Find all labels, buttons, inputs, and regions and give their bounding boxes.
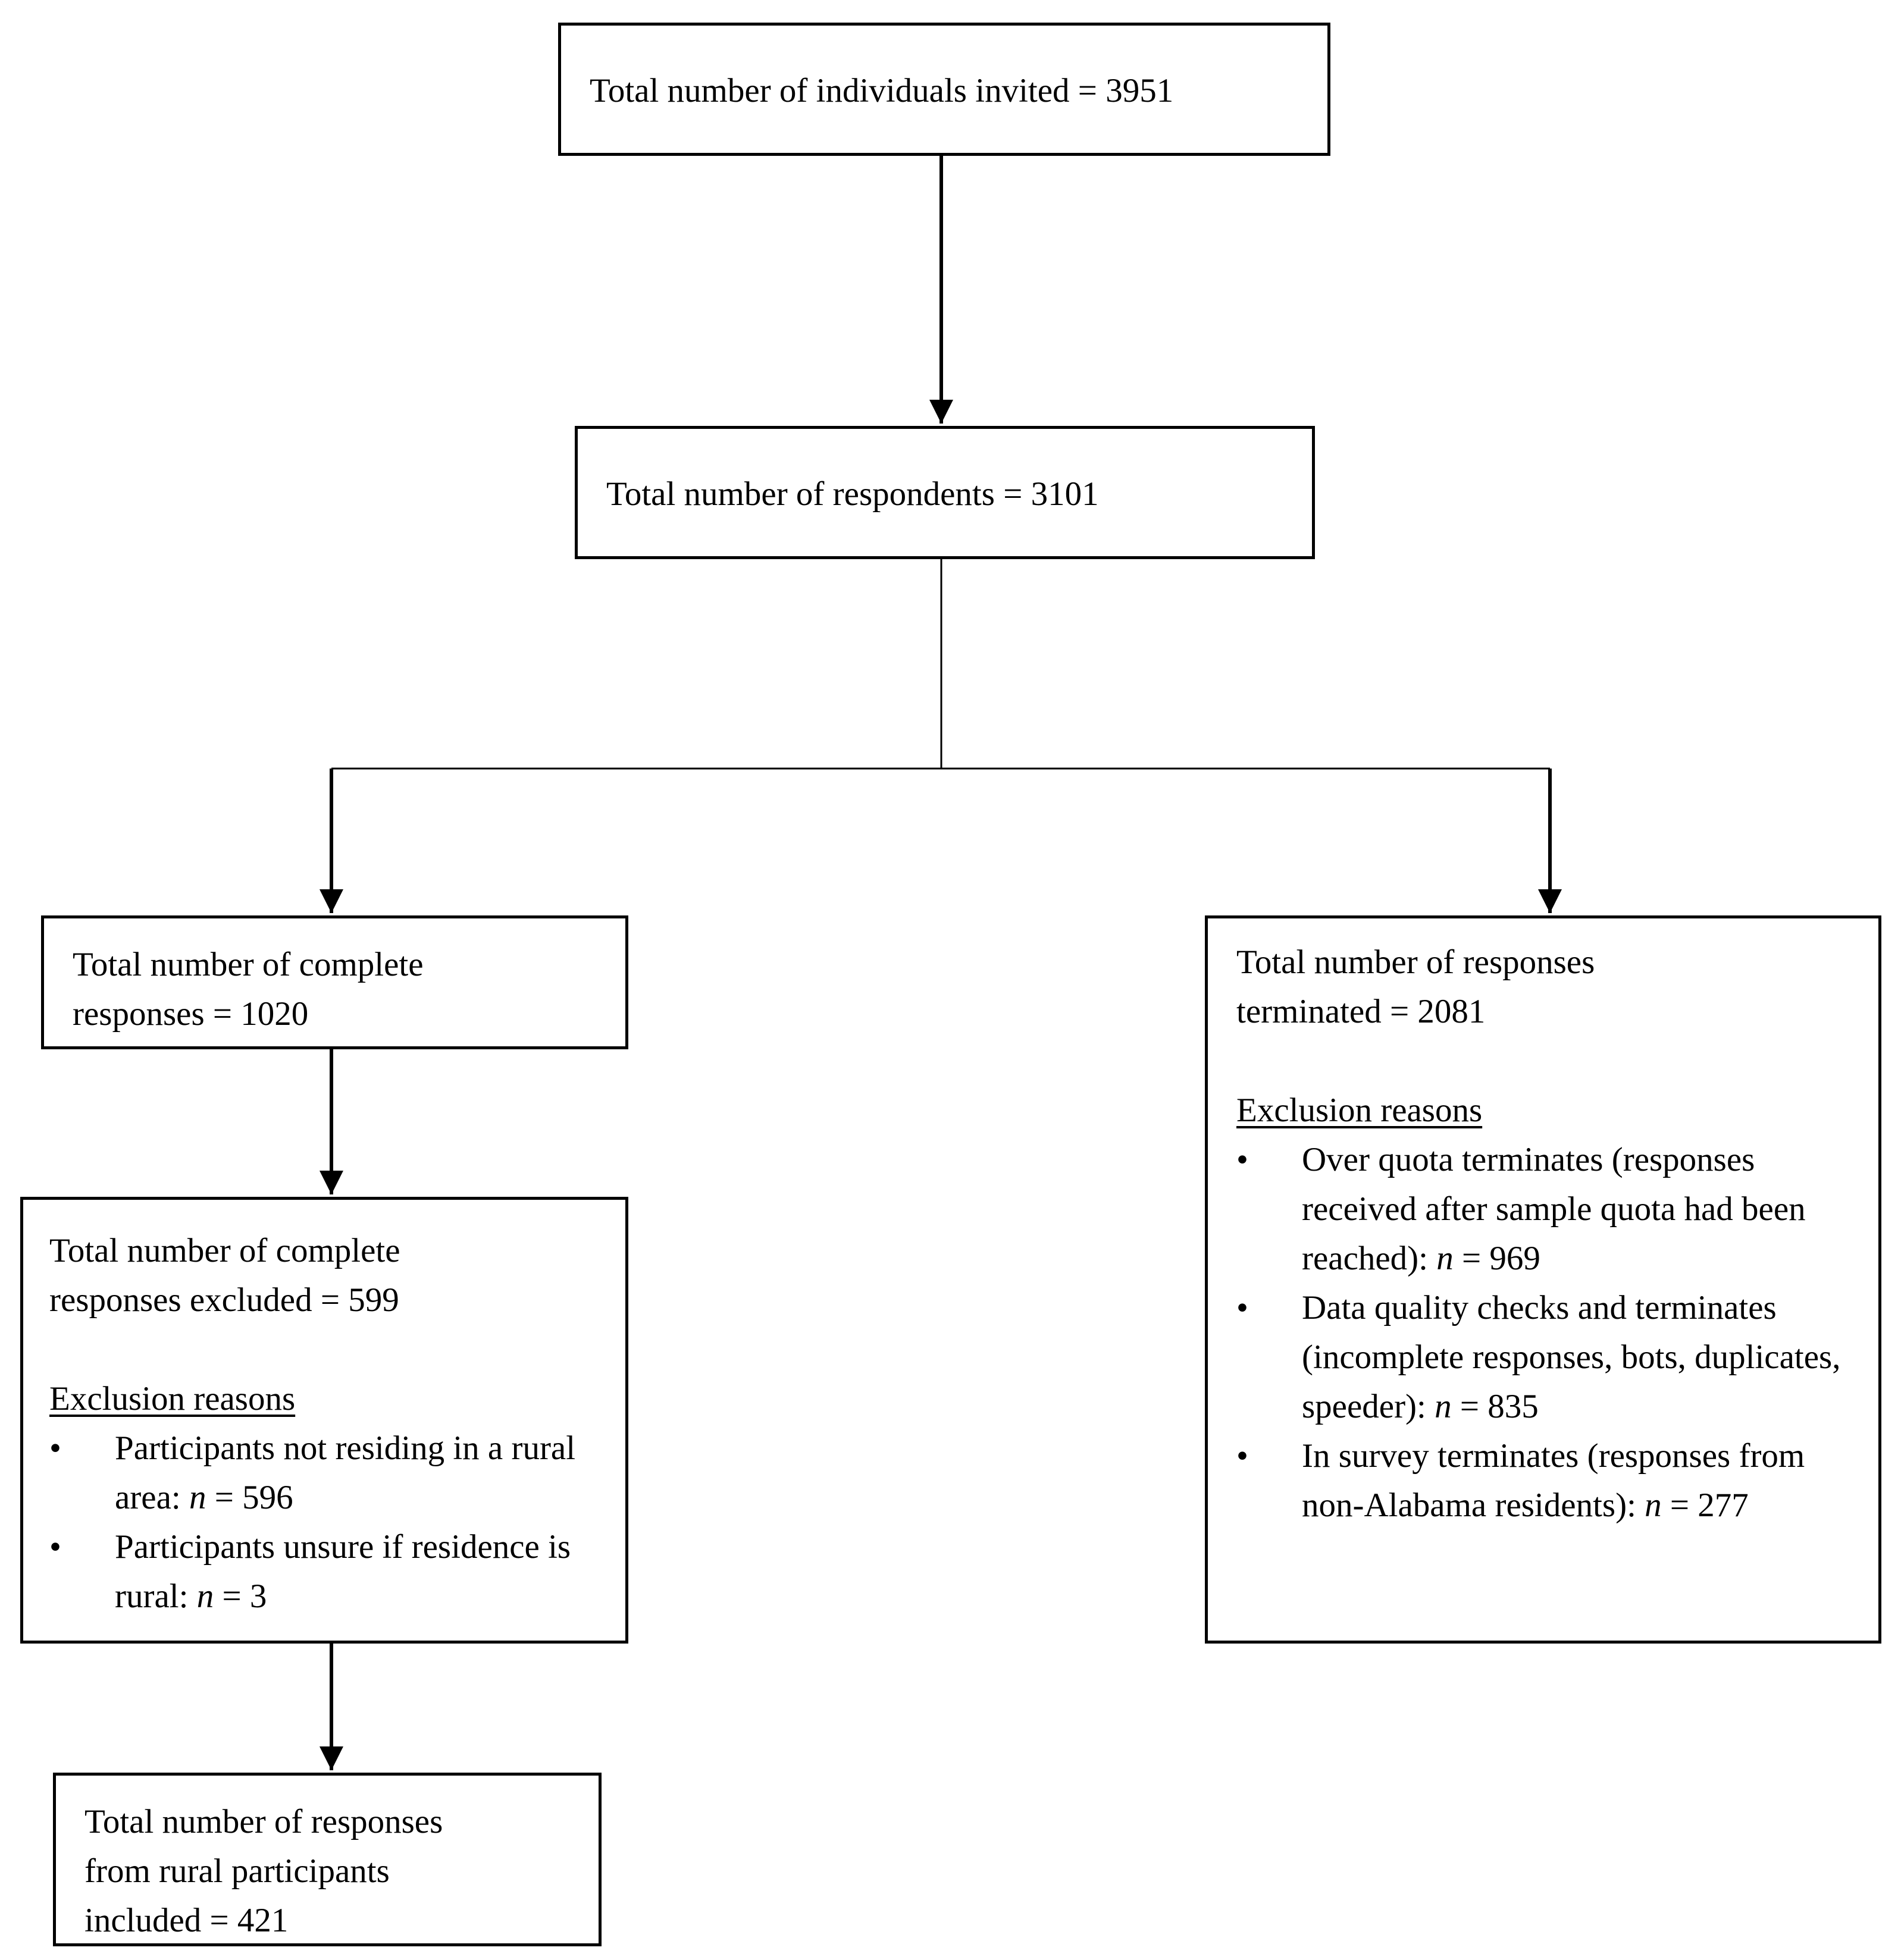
excluded-reason-item: • Participants unsure if residence is ru… [49, 1522, 607, 1621]
respondents-label: Total number of respondents = 3101 [606, 475, 1099, 513]
complete-responses-box: Total number of complete responses = 102… [41, 915, 628, 1049]
excluded-responses-box: Total number of complete responses exclu… [20, 1197, 628, 1644]
n-symbol: n [1435, 1388, 1452, 1425]
reason-count: = 596 [206, 1479, 293, 1516]
complete-line-2: responses = 1020 [73, 995, 309, 1033]
excluded-reasons-list: • Participants not residing in a rural a… [49, 1423, 607, 1621]
excluded-line-2: responses excluded = 599 [49, 1281, 399, 1319]
reason-count: = 835 [1451, 1388, 1539, 1425]
excluded-reason-item: • Participants not residing in a rural a… [49, 1423, 607, 1522]
n-symbol: n [189, 1479, 206, 1516]
bullet-icon: • [1236, 1289, 1248, 1326]
reason-text: Over quota terminates (responses receive… [1302, 1141, 1806, 1277]
included-responses-box: Total number of responses from rural par… [53, 1773, 602, 1946]
reason-text: Participants unsure if residence is rura… [115, 1528, 571, 1615]
terminated-responses-box: Total number of responses terminated = 2… [1205, 915, 1881, 1644]
invited-box: Total number of individuals invited = 39… [558, 23, 1330, 156]
reason-text: In survey terminates (responses from non… [1302, 1437, 1805, 1524]
excluded-reasons-heading: Exclusion reasons [49, 1380, 296, 1418]
terminated-reasons-heading: Exclusion reasons [1236, 1092, 1483, 1129]
reason-count: = 277 [1661, 1487, 1749, 1524]
included-line-1: Total number of responses [84, 1803, 443, 1840]
terminated-line-1: Total number of responses [1236, 943, 1595, 981]
reason-text: Participants not residing in a rural are… [115, 1429, 576, 1516]
n-symbol: n [1436, 1240, 1454, 1277]
included-line-3: included = 421 [84, 1902, 289, 1939]
bullet-icon: • [1236, 1437, 1248, 1475]
n-symbol: n [196, 1578, 214, 1615]
reason-text: Data quality checks and terminates (inco… [1302, 1289, 1841, 1425]
respondents-box: Total number of respondents = 3101 [575, 426, 1315, 559]
terminated-reasons-list: • Over quota terminates (responses recei… [1236, 1135, 1864, 1530]
invited-label: Total number of individuals invited = 39… [590, 72, 1174, 109]
terminated-reason-item: • In survey terminates (responses from n… [1236, 1431, 1864, 1530]
terminated-line-2: terminated = 2081 [1236, 993, 1486, 1030]
spacer [1236, 1036, 1864, 1086]
complete-line-1: Total number of complete [73, 946, 424, 983]
included-line-2: from rural participants [84, 1852, 390, 1890]
spacer [49, 1325, 607, 1374]
terminated-reason-item: • Data quality checks and terminates (in… [1236, 1283, 1864, 1431]
reason-count: = 969 [1453, 1240, 1540, 1277]
bullet-icon: • [1236, 1141, 1248, 1178]
bullet-icon: • [49, 1528, 61, 1566]
bullet-icon: • [49, 1429, 61, 1467]
excluded-line-1: Total number of complete [49, 1232, 400, 1269]
n-symbol: n [1645, 1487, 1662, 1524]
terminated-reason-item: • Over quota terminates (responses recei… [1236, 1135, 1864, 1283]
reason-count: = 3 [214, 1578, 267, 1615]
